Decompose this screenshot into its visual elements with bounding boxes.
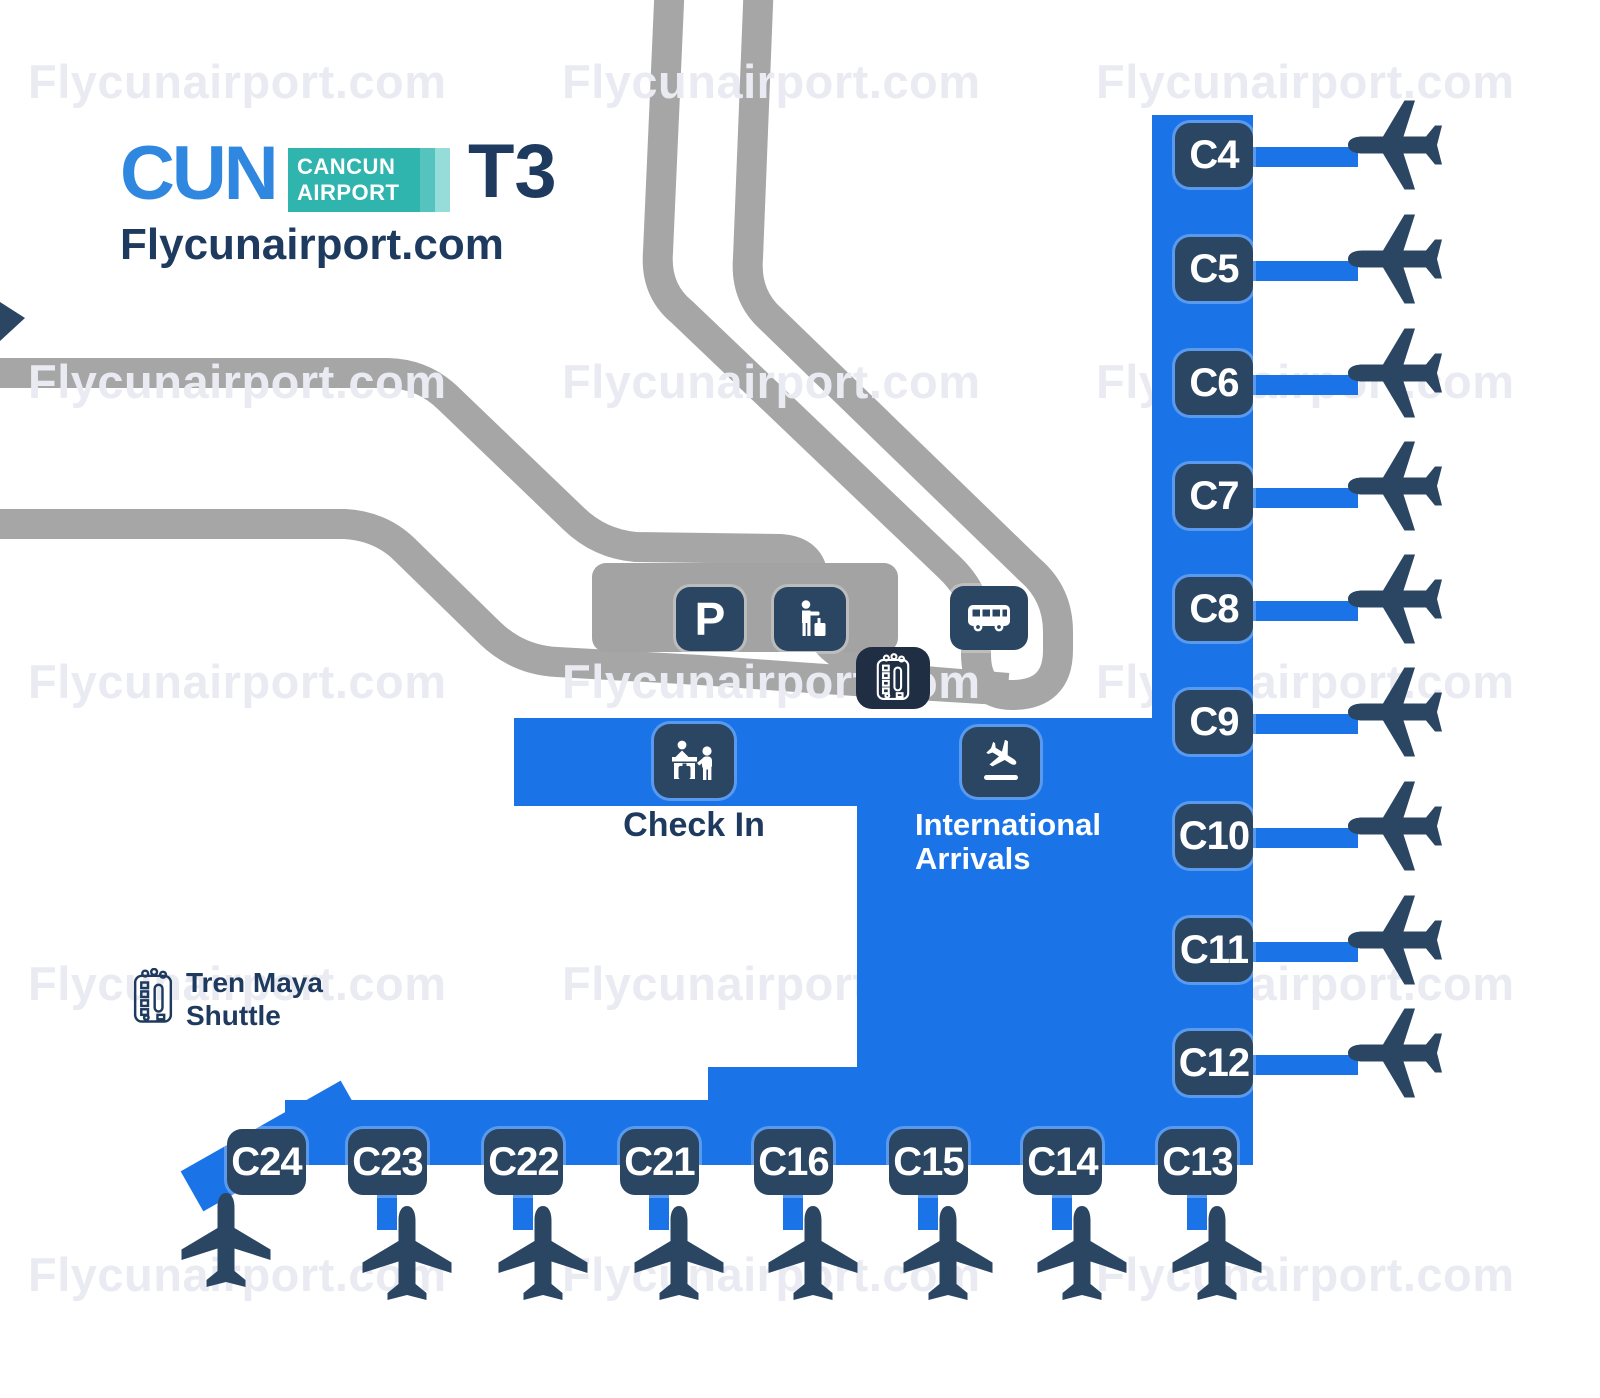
airport-code-logo: CUN bbox=[120, 131, 279, 216]
airplane-icon bbox=[1348, 895, 1442, 985]
gate-badge: C23 bbox=[348, 1129, 427, 1195]
airplane-icon bbox=[1348, 667, 1442, 757]
airplane-icon bbox=[1348, 214, 1442, 304]
jet-bridge bbox=[1253, 488, 1358, 508]
airplane-icon bbox=[1172, 1206, 1262, 1300]
gate-badge: C11 bbox=[1175, 918, 1253, 982]
gate-badge: C21 bbox=[620, 1129, 699, 1195]
airplane-icon bbox=[1348, 554, 1442, 644]
website-title: Flycunairport.com bbox=[120, 220, 504, 269]
gate-badge: C6 bbox=[1175, 351, 1253, 415]
airplane-icon bbox=[362, 1206, 452, 1300]
watermark-text: Flycunairport.com bbox=[28, 957, 447, 1010]
airplane-icon bbox=[634, 1206, 724, 1300]
gate-badge: C15 bbox=[889, 1129, 968, 1195]
watermark-text: Flycunairport.com bbox=[28, 55, 447, 108]
gate-badge: C24 bbox=[227, 1129, 306, 1195]
airplane-icon bbox=[498, 1206, 588, 1300]
arrivals-plane-icon bbox=[962, 727, 1040, 797]
airplane-icon bbox=[1348, 441, 1442, 531]
jet-bridge bbox=[1253, 601, 1358, 621]
airplane-icon bbox=[1348, 100, 1442, 190]
jet-bridge bbox=[649, 1194, 669, 1230]
airplane-icon bbox=[903, 1206, 993, 1300]
tren-maya-shuttle-label: Tren Maya Shuttle bbox=[186, 967, 323, 1031]
gate-badge: C22 bbox=[484, 1129, 563, 1195]
parking-area bbox=[592, 563, 898, 652]
parking-letter: P bbox=[694, 593, 726, 645]
watermark-text: Flycunairport.com bbox=[562, 1248, 981, 1301]
jet-bridge bbox=[783, 1194, 803, 1230]
watermark-text: Flycunairport.com bbox=[28, 655, 447, 708]
watermark-text: Flycunairport.com bbox=[562, 55, 981, 108]
gate-badge: C5 bbox=[1175, 237, 1253, 301]
jet-bridge bbox=[918, 1194, 938, 1230]
edge-plane-fragment bbox=[0, 302, 25, 341]
gate-badge: C7 bbox=[1175, 464, 1253, 528]
watermark-text: Flycunairport.com bbox=[562, 355, 981, 408]
jet-bridge bbox=[1052, 1194, 1072, 1230]
jet-bridge bbox=[377, 1194, 397, 1230]
airplane-icon bbox=[1037, 1206, 1127, 1300]
gate-badge: C9 bbox=[1175, 690, 1253, 754]
airplane-icon bbox=[1348, 1008, 1442, 1098]
airport-name-box: CANCUN AIRPORT bbox=[288, 148, 450, 212]
jet-bridge bbox=[1253, 375, 1358, 395]
airplane-icon bbox=[768, 1206, 858, 1300]
gate-badge: C12 bbox=[1175, 1031, 1253, 1095]
tren-maya-legend-icon bbox=[130, 967, 176, 1031]
gate-badge: C14 bbox=[1023, 1129, 1102, 1195]
watermark-text: Flycunairport.com bbox=[1096, 1248, 1515, 1301]
jet-bridge bbox=[1253, 714, 1358, 734]
airplane-icon bbox=[1348, 328, 1442, 418]
check-in-label: Check In bbox=[623, 806, 765, 844]
dropoff-loop-road bbox=[642, 0, 1073, 710]
terminal-number: T3 bbox=[468, 129, 557, 214]
watermark-text: Flycunairport.com bbox=[28, 355, 447, 408]
gate-badge: C4 bbox=[1175, 123, 1253, 187]
gate-badge: C10 bbox=[1175, 804, 1253, 868]
tren-maya-logo-icon bbox=[856, 647, 930, 709]
gate-badge: C16 bbox=[754, 1129, 833, 1195]
airplane-icon bbox=[1348, 781, 1442, 871]
passenger-luggage-icon bbox=[774, 587, 846, 651]
bus-icon bbox=[950, 586, 1028, 650]
parking-icon: P bbox=[676, 587, 744, 651]
gate-badge: C13 bbox=[1158, 1129, 1237, 1195]
watermark-text: Flycunairport.com bbox=[1096, 55, 1515, 108]
jet-bridge bbox=[513, 1194, 533, 1230]
gate-badge: C8 bbox=[1175, 577, 1253, 641]
jet-bridge bbox=[1253, 147, 1358, 167]
jet-bridge bbox=[1253, 942, 1358, 962]
international-arrivals-label: International Arrivals bbox=[915, 807, 1102, 876]
check-in-desk-icon bbox=[654, 724, 734, 798]
jet-bridge bbox=[1253, 261, 1358, 281]
jet-bridge bbox=[1253, 1055, 1358, 1075]
jet-bridge bbox=[1253, 828, 1358, 848]
airplane-icon bbox=[181, 1193, 271, 1287]
jet-bridge bbox=[1187, 1194, 1207, 1230]
